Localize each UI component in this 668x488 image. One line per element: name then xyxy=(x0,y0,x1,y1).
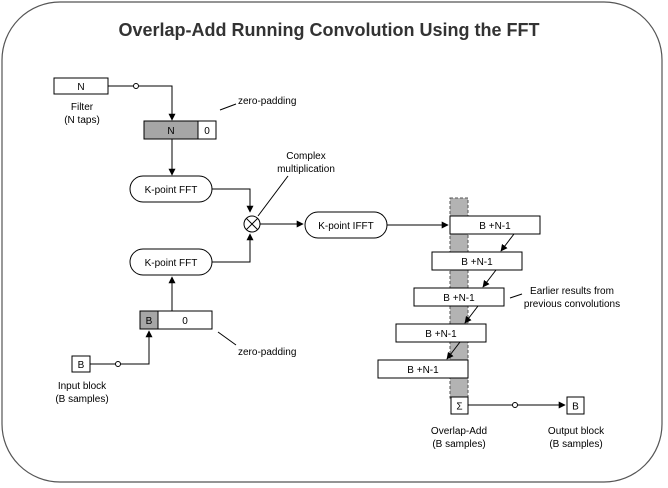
stack-block: B +N-1 xyxy=(395,323,487,343)
input-padding-leader xyxy=(217,331,237,346)
multiply-caption-line1: Complex xyxy=(286,151,325,162)
padded-filter-block: N 0 xyxy=(143,120,217,140)
ifft-label: K-point IFFT xyxy=(318,221,374,232)
shift-arrow xyxy=(482,269,497,288)
multiply-leader xyxy=(257,175,289,217)
sum-caption-line2: (B samples) xyxy=(432,439,485,450)
stack-block-label: B +N-1 xyxy=(479,221,511,232)
output-caption-line1: Output block xyxy=(548,426,605,437)
output-block: B xyxy=(566,396,585,415)
filter-padding-leader xyxy=(219,103,237,111)
stack-block-label: B +N-1 xyxy=(425,329,457,340)
sum-block: Σ xyxy=(450,396,469,415)
input-block-label: B xyxy=(78,360,85,371)
padded-input-block: B 0 xyxy=(139,310,213,330)
sigma-icon: Σ xyxy=(456,402,462,413)
fft-input-to-multiplier-arrow xyxy=(212,233,254,263)
filter-caption-line1: Filter xyxy=(71,102,94,113)
shift-arrow xyxy=(500,233,515,252)
stack-block-label: B +N-1 xyxy=(407,365,439,376)
fft-input-block: K-point FFT xyxy=(129,248,213,276)
filter-block: N xyxy=(53,77,109,95)
filter-padding-caption: zero-padding xyxy=(238,96,296,107)
shift-arrow xyxy=(446,341,461,360)
input-node-dot xyxy=(115,361,121,367)
fft-filter-block: K-point FFT xyxy=(129,175,213,203)
stack-block-label: B +N-1 xyxy=(443,293,475,304)
output-caption-line2: (B samples) xyxy=(549,439,602,450)
sum-caption-line1: Overlap-Add xyxy=(431,426,487,437)
fft-filter-label: K-point FFT xyxy=(145,185,198,196)
stack-block: B +N-1 xyxy=(377,359,469,379)
stack-block: B +N-1 xyxy=(413,287,505,307)
fft-input-label: K-point FFT xyxy=(145,258,198,269)
filter-block-label: N xyxy=(77,82,84,93)
filter-caption-line2: (N taps) xyxy=(64,115,100,126)
filter-to-padding-arrow xyxy=(139,85,176,121)
stack-block: B +N-1 xyxy=(449,215,541,235)
multiply-icon xyxy=(243,215,261,233)
input-block: B xyxy=(71,355,91,373)
earlier-results-line1: Earlier results from xyxy=(530,286,614,297)
padded-input-zero-label: 0 xyxy=(182,316,188,327)
input-to-padding-arrow xyxy=(121,330,153,365)
input-caption-line2: (B samples) xyxy=(55,394,108,405)
padded-filter-data-label: N xyxy=(167,126,174,137)
earlier-results-line2: previous convolutions xyxy=(524,299,620,310)
diagram-frame xyxy=(1,1,663,483)
filter-node-dot xyxy=(133,83,139,89)
stack-block: B +N-1 xyxy=(431,251,523,271)
multiply-caption-line2: multiplication xyxy=(277,164,335,175)
ifft-block: K-point IFFT xyxy=(304,211,388,239)
diagram-title: Overlap-Add Running Convolution Using th… xyxy=(119,20,540,40)
padded-filter-zero-label: 0 xyxy=(204,126,210,137)
shift-arrow xyxy=(464,305,479,324)
stack-block-label: B +N-1 xyxy=(461,257,493,268)
output-node-dot xyxy=(512,402,518,408)
earlier-results-leader xyxy=(509,293,523,299)
input-caption-line1: Input block xyxy=(58,381,107,392)
input-padding-caption: zero-padding xyxy=(238,347,296,358)
padded-input-data-label: B xyxy=(146,316,153,327)
fft-filter-to-multiplier-arrow xyxy=(212,188,254,213)
output-block-label: B xyxy=(572,402,579,413)
